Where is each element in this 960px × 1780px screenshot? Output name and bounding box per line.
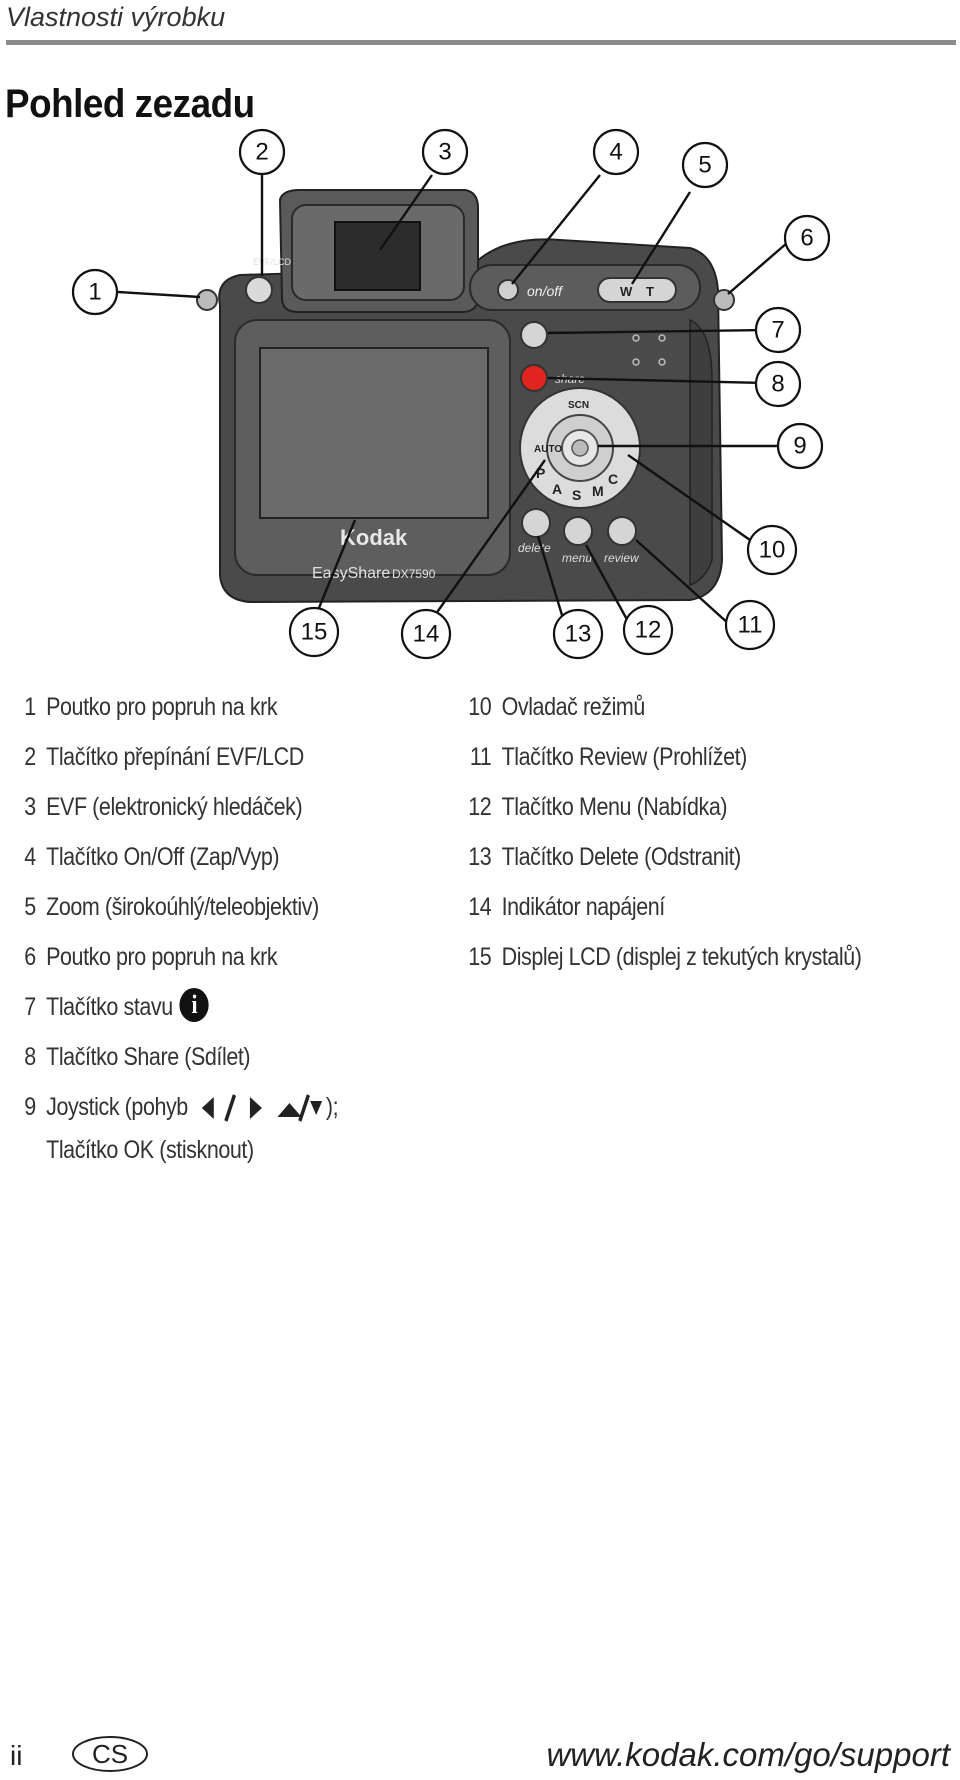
- callout-6: 6: [783, 214, 831, 262]
- info-icon: i: [179, 988, 209, 1023]
- status-button[interactable]: [520, 321, 548, 349]
- dial-label-auto: AUTO: [534, 444, 562, 455]
- strap-lug-right: [713, 289, 735, 311]
- camera-rear-diagram: EVF/LCD on/off W T share AUTO P A S M C …: [71, 128, 831, 660]
- callout-5: 5: [681, 141, 729, 189]
- evf-window: [334, 221, 421, 291]
- dial-label-m: M: [592, 483, 604, 499]
- svg-text:6: 6: [800, 225, 813, 252]
- support-url[interactable]: www.kodak.com/go/support: [546, 1736, 950, 1773]
- mode-dial[interactable]: AUTO P A S M C SCN: [519, 387, 641, 509]
- svg-text:15: 15: [301, 619, 328, 646]
- indicator-lights: [632, 334, 666, 366]
- callout-8: 8: [754, 360, 802, 408]
- svg-text:12: 12: [635, 617, 662, 644]
- callout-4: 4: [592, 128, 640, 176]
- share-button[interactable]: [520, 364, 548, 392]
- language-badge-icon: CS: [72, 1736, 148, 1772]
- callout-13: 13: [552, 608, 604, 660]
- on-off-label: on/off: [527, 283, 564, 299]
- svg-text:2: 2: [255, 139, 268, 166]
- callout-12: 12: [622, 604, 674, 656]
- legend-item-9-line2: Tlačítko OK (stisknout): [46, 1136, 254, 1164]
- callout-15: 15: [288, 606, 340, 658]
- delete-label: delete: [518, 541, 551, 555]
- svg-text:13: 13: [565, 621, 592, 648]
- callout-11: 11: [724, 599, 776, 651]
- model-number: DX7590: [392, 567, 436, 581]
- zoom-t-label: T: [646, 284, 654, 299]
- svg-text:9: 9: [793, 433, 806, 460]
- svg-text:10: 10: [759, 537, 786, 564]
- callout-9: 9: [776, 422, 824, 470]
- svg-text:8: 8: [771, 371, 784, 398]
- camera-body: [218, 189, 724, 604]
- delete-button[interactable]: [521, 508, 551, 538]
- lcd-screen: [259, 347, 489, 519]
- menu-button[interactable]: [563, 516, 593, 546]
- callout-1: 1: [71, 268, 119, 316]
- svg-text:1: 1: [88, 279, 101, 306]
- evf-lcd-text: EVF/LCD: [253, 257, 292, 267]
- section-header: Vlastnosti výrobku: [6, 2, 226, 32]
- review-label: review: [604, 551, 640, 565]
- svg-text:3: 3: [438, 139, 451, 166]
- dial-label-c: C: [608, 471, 618, 487]
- page-number: ii: [10, 1740, 23, 1771]
- svg-text:5: 5: [698, 152, 711, 179]
- zoom-rocker[interactable]: [597, 277, 677, 303]
- language-code: CS: [92, 1739, 128, 1769]
- svg-text:4: 4: [609, 139, 622, 166]
- page-title: Pohled zezadu: [5, 82, 255, 126]
- dial-label-s: S: [572, 487, 581, 503]
- zoom-w-label: W: [620, 284, 633, 299]
- strap-lug-left: [196, 289, 218, 311]
- svg-text:14: 14: [413, 621, 440, 648]
- menu-label: menu: [562, 551, 592, 565]
- header-rule: [6, 40, 956, 45]
- dial-label-a: A: [552, 481, 562, 497]
- svg-text:7: 7: [771, 317, 784, 344]
- svg-text:11: 11: [738, 612, 763, 639]
- callout-10: 10: [746, 524, 798, 576]
- leader-lines: [117, 174, 788, 626]
- review-button[interactable]: [607, 516, 637, 546]
- callout-14: 14: [400, 608, 452, 660]
- callout-7: 7: [754, 306, 802, 354]
- callout-2: 2: [238, 128, 286, 176]
- dial-label-p: P: [536, 465, 545, 481]
- callout-3: 3: [421, 128, 469, 176]
- model-line: EasyShare: [312, 565, 390, 582]
- dial-label-scn: SCN: [568, 400, 589, 411]
- evf-lcd-button[interactable]: [245, 276, 273, 304]
- power-icon[interactable]: [497, 279, 519, 301]
- joystick-arrows-icon: [201, 1094, 323, 1123]
